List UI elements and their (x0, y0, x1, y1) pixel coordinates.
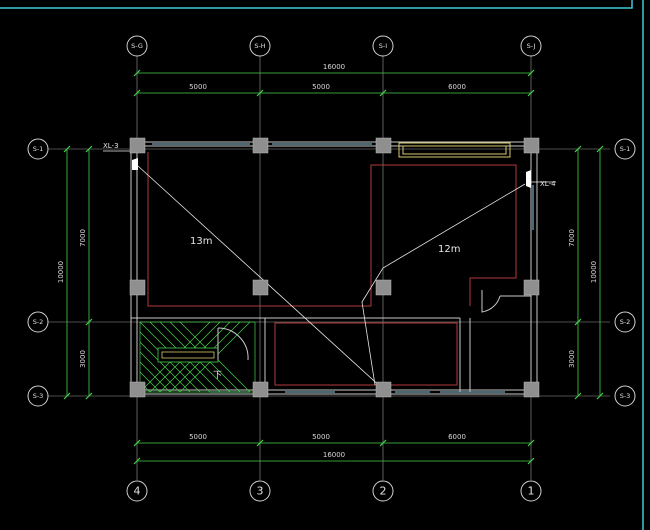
axis-bubble-left-3: S-3 (33, 392, 44, 400)
top-span-dim-2: 5000 (312, 83, 330, 91)
axis-bubble-top-2: S-H (254, 42, 265, 50)
top-right-cabinet (398, 142, 511, 158)
bottom-dimension-chain: 5000 5000 6000 16000 (133, 433, 535, 465)
axis-bubble-top-1: S-G (131, 42, 143, 50)
length-13m-label: 13m (190, 236, 212, 247)
columns (129, 137, 540, 398)
stair-down-label: 下 (213, 371, 222, 381)
top-axis-bubbles: S-G S-H S-I S-J (126, 35, 542, 57)
wiring (137, 165, 526, 390)
axis-bubble-bottom-2: 3 (257, 485, 264, 498)
left-dimension-chain: 10000 7000 3000 (57, 145, 93, 400)
top-span-dim-3: 6000 (448, 83, 466, 91)
axis-bubble-left-2: S-2 (33, 318, 44, 326)
right-axis-bubbles: S-1 S-2 S-3 (614, 138, 636, 407)
bottom-axis-bubbles: 4 3 2 1 (126, 480, 542, 502)
left-total-dim: 10000 (57, 261, 65, 283)
left-axis-bubbles: S-1 S-2 S-3 (27, 138, 49, 407)
axis-bubble-bottom-1: 4 (134, 485, 141, 498)
room-outline (147, 152, 517, 386)
length-12m-label: 12m (438, 244, 460, 255)
vertical-axis-lines (136, 56, 532, 480)
top-dimension-chain: 16000 5000 5000 6000 (133, 63, 535, 97)
right-span-dim-1: 7000 (568, 229, 576, 247)
bottom-total-dim: 16000 (323, 451, 345, 459)
stairwell: 下 (139, 321, 256, 393)
left-span-dim-2: 3000 (79, 350, 87, 368)
top-span-dim-1: 5000 (189, 83, 207, 91)
top-right-cabinet-inner (402, 145, 507, 155)
xl-markers: XL-3 XL-4 (103, 142, 556, 188)
left-span-dim-1: 7000 (79, 229, 87, 247)
axis-bubble-right-1: S-1 (620, 145, 631, 153)
axis-bubble-right-2: S-2 (620, 318, 631, 326)
drawing-frame-border (0, 0, 633, 9)
door-swing (481, 290, 501, 313)
xl4-label: XL-4 (540, 180, 556, 188)
axis-bubble-bottom-4: 1 (528, 485, 535, 498)
axis-bubble-bottom-3: 2 (380, 485, 387, 498)
right-span-dim-2: 3000 (568, 350, 576, 368)
right-dimension-chain: 7000 3000 10000 (568, 145, 604, 400)
bottom-span-dim-3: 6000 (448, 433, 466, 441)
axis-bubble-right-3: S-3 (620, 392, 631, 400)
axis-bubble-left-1: S-1 (33, 145, 44, 153)
bottom-span-dim-1: 5000 (189, 433, 207, 441)
bottom-span-dim-2: 5000 (312, 433, 330, 441)
right-total-dim: 10000 (590, 261, 598, 283)
axis-bubble-top-4: S-J (527, 42, 536, 50)
top-total-dim: 16000 (323, 63, 345, 71)
xl3-label: XL-3 (103, 142, 119, 150)
axis-bubble-top-3: S-I (379, 42, 387, 50)
